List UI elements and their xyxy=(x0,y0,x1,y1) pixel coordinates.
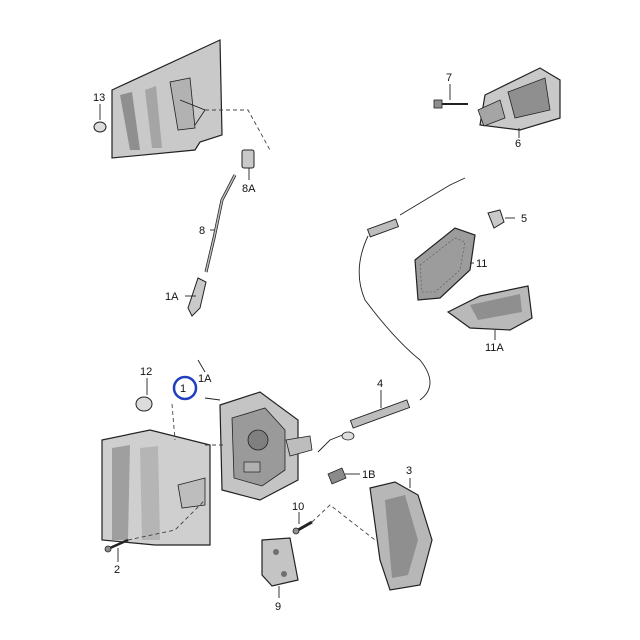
callout-1B: 1B xyxy=(362,469,375,481)
callout-11: 11 xyxy=(476,258,487,270)
bracket-3 xyxy=(369,481,433,591)
callout-labels: 13 7 6 8A 5 8 11 1A 11A 12 1 1A 4 1B 3 1… xyxy=(93,72,527,613)
door-panel-lower xyxy=(101,429,211,546)
bracket-11A xyxy=(446,285,533,331)
callout-8A: 8A xyxy=(242,183,256,195)
assembly-guide-lines xyxy=(127,109,376,541)
callout-13: 13 xyxy=(93,92,105,104)
part-1B-icon xyxy=(327,467,347,485)
callout-8: 8 xyxy=(199,225,205,237)
rod-8 xyxy=(204,174,237,273)
interior-handle-6 xyxy=(477,67,561,131)
cable-upper xyxy=(358,177,466,401)
screw-10-icon xyxy=(292,520,313,535)
callout-5: 5 xyxy=(521,213,527,225)
clip-8A-icon xyxy=(241,149,255,169)
callout-3: 3 xyxy=(406,465,412,477)
callout-10: 10 xyxy=(292,501,304,513)
callout-11A: 11A xyxy=(485,342,504,354)
callout-12: 12 xyxy=(140,366,152,378)
callout-9: 9 xyxy=(275,601,281,613)
rod-end-1A-icon xyxy=(187,277,207,317)
door-lock-1 xyxy=(219,391,313,501)
door-panel-upper xyxy=(111,39,223,159)
striker-plate-9 xyxy=(261,537,299,587)
highlight-ring xyxy=(172,375,198,401)
callout-1A-top: 1A xyxy=(165,291,179,303)
callout-1: 1 xyxy=(180,383,186,395)
callout-1A-mid: 1A xyxy=(198,373,212,385)
cable-4 xyxy=(317,399,411,453)
label-leaders xyxy=(99,84,520,598)
plug-13-icon xyxy=(93,121,107,133)
screw-7-icon xyxy=(433,99,468,109)
callout-4: 4 xyxy=(377,378,383,390)
callout-2: 2 xyxy=(114,564,120,576)
clip-5-icon xyxy=(487,209,505,229)
callout-6: 6 xyxy=(515,138,521,150)
plug-12-icon xyxy=(135,396,153,412)
screw-2-icon xyxy=(104,538,129,553)
callout-7: 7 xyxy=(446,72,452,84)
cover-11 xyxy=(414,227,476,301)
